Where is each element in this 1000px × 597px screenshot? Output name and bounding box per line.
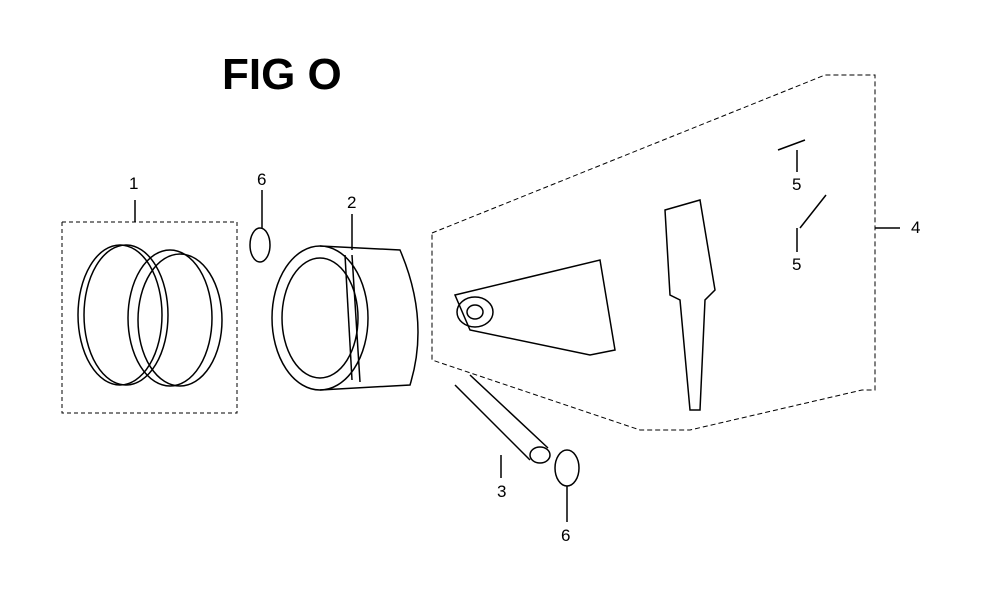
callout-5-bottom: 5 bbox=[792, 255, 802, 274]
callout-6-top: 6 bbox=[257, 170, 267, 189]
callout-5-top: 5 bbox=[792, 175, 802, 194]
rod-assembly-box bbox=[431, 74, 900, 431]
callout-3: 3 bbox=[497, 482, 507, 501]
clip-top bbox=[249, 190, 271, 263]
rings-box bbox=[61, 200, 238, 414]
callout-4: 4 bbox=[911, 218, 921, 237]
callout-6-bottom: 6 bbox=[561, 526, 571, 545]
clip-bottom bbox=[554, 449, 580, 522]
callout-2: 2 bbox=[347, 193, 357, 212]
piston bbox=[271, 214, 419, 391]
callout-1: 1 bbox=[129, 174, 139, 193]
figure-title: FIG O bbox=[222, 50, 342, 99]
piston-pin bbox=[454, 374, 551, 478]
